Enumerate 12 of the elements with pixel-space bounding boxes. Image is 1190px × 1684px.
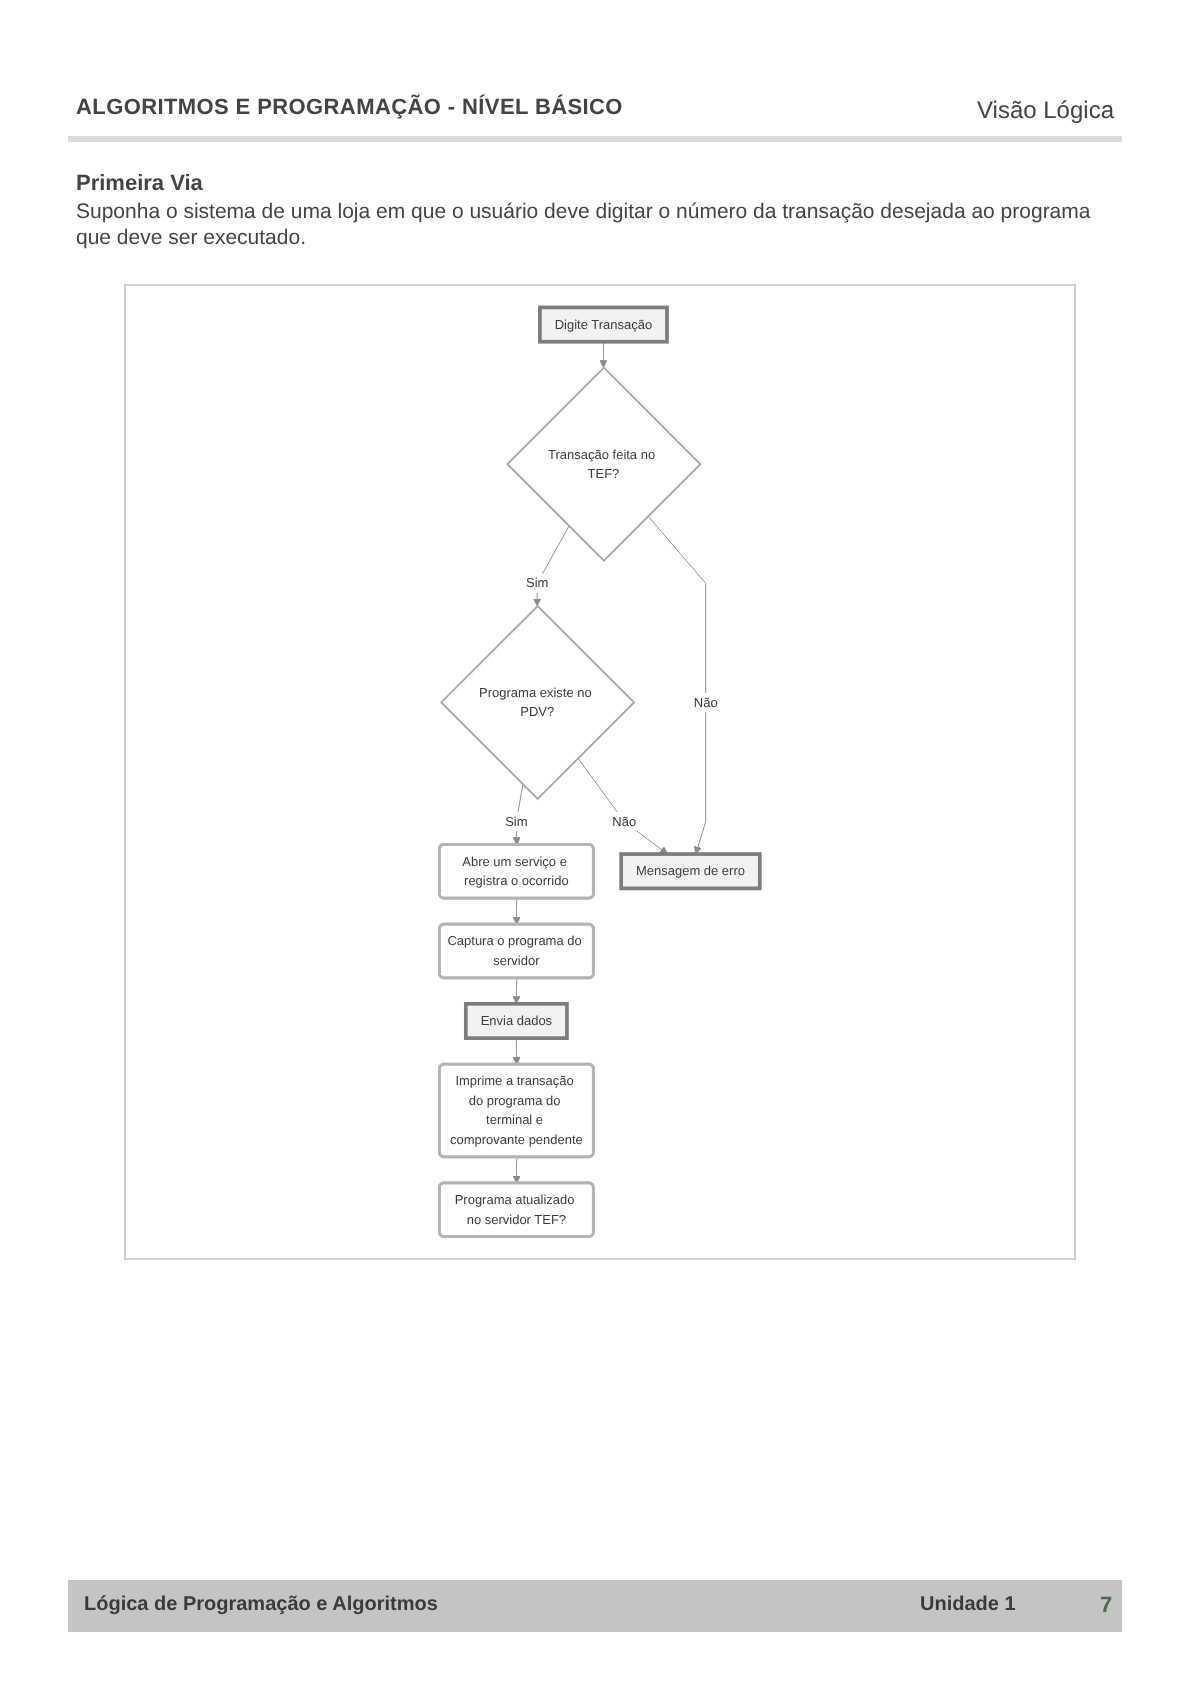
node-diamond bbox=[440, 604, 636, 801]
node-box bbox=[619, 852, 763, 891]
page-number: 7 bbox=[1100, 1594, 1113, 1618]
node-box bbox=[464, 1001, 570, 1040]
node-box bbox=[538, 305, 670, 344]
footer-text: Lógica de Programação e Algoritmos bbox=[84, 1594, 438, 1616]
header-text: ALGORITMOS E PROGRAMAÇÃO - NÍVEL BÁSICO bbox=[76, 96, 623, 120]
header-section-title: Visão Lógica bbox=[977, 96, 1114, 124]
intro-paragraph: Suponha o sistema de uma loja em que o usuário deve digitar o número da transação desejada ao programa que deve ser executado. bbox=[76, 200, 1093, 252]
node-diamond bbox=[506, 366, 702, 562]
heading: Primeira Via bbox=[76, 172, 203, 196]
footer-section: Unidade 1 bbox=[920, 1594, 1016, 1616]
